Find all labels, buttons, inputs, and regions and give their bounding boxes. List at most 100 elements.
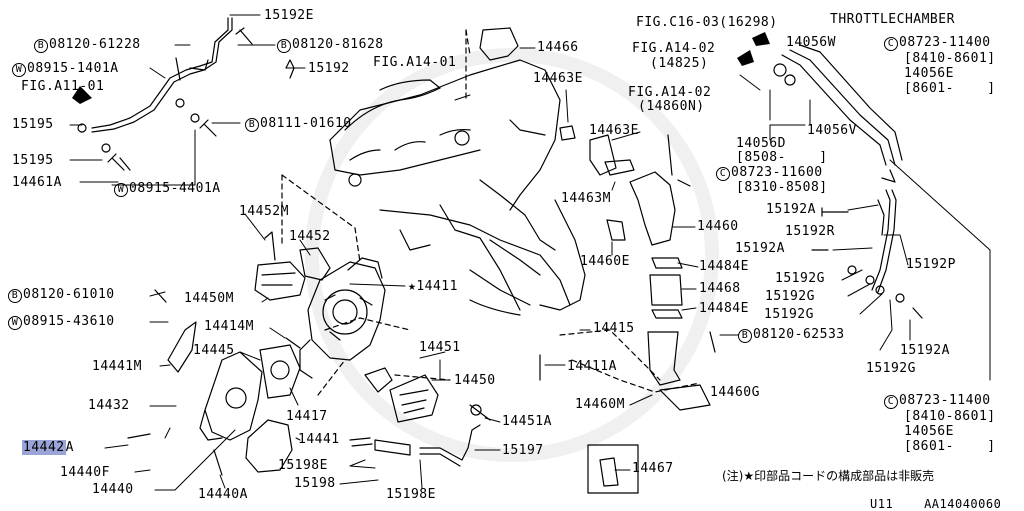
label-fig-a14-02-a: FIG.A14-02: [632, 41, 716, 56]
label-14056E-b: 14056E: [904, 424, 954, 439]
label-fig-c16: FIG.C16-03(16298): [636, 15, 778, 30]
label-15192P: 15192P: [906, 257, 956, 272]
label-15192R: 15192R: [785, 224, 835, 239]
circle-b-icon: B: [34, 39, 48, 53]
label-15192A-b: 15192A: [735, 241, 785, 256]
label-14056D: 14056D: [736, 136, 786, 151]
heat-shield-14441: [245, 419, 293, 473]
label-text: 08915-43610: [23, 314, 115, 329]
label-text: 08915-1401A: [27, 61, 119, 76]
label-14484E-b: 14484E: [699, 301, 749, 316]
label-15198E-b: 15198E: [386, 487, 436, 502]
heat-shield-14452: [254, 231, 331, 301]
label-14484E-a: 14484E: [699, 259, 749, 274]
label-fig-a14-02-b-sub: (14860N): [638, 99, 705, 114]
label-14463E-b: 14463E: [589, 123, 639, 138]
label-14461A: 14461A: [12, 175, 62, 190]
gasket-14441M: [167, 321, 197, 373]
label-8410-8601-b: [8410-8601]: [904, 409, 996, 424]
label-8310-8508: [8310-8508]: [736, 180, 828, 195]
label-text: 08111-01610: [260, 116, 352, 131]
label-14460E: 14460E: [580, 254, 630, 269]
label-14450: 14450: [454, 373, 496, 388]
label-14432: 14432: [88, 398, 130, 413]
air-inlet-pipes: [479, 27, 711, 411]
label-14452M: 14452M: [239, 204, 289, 219]
circle-b-icon: B: [738, 329, 752, 343]
circle-c-icon: C: [716, 167, 730, 181]
label-14463M: 14463M: [561, 191, 611, 206]
label-14056W: 14056W: [786, 35, 836, 50]
label-8508: [8508- ]: [736, 150, 828, 165]
star-icon: ★: [408, 279, 417, 294]
label-14414M: 14414M: [204, 319, 254, 334]
label-14411: ★14411: [408, 280, 458, 294]
label-14466: 14466: [537, 40, 579, 55]
label-14463E-a: 14463E: [533, 71, 583, 86]
label-text: A: [65, 440, 74, 455]
label-8410-8601-a: [8410-8601]: [904, 51, 996, 66]
water-hoses: [349, 404, 482, 467]
label-text: 08120-61010: [23, 287, 115, 302]
label-14445: 14445: [193, 343, 235, 358]
leader-lines: [69, 14, 991, 491]
label-14411A: 14411A: [567, 359, 617, 374]
exhaust-outlet-14440: [199, 344, 301, 441]
label-14468: 14468: [699, 281, 741, 296]
label-15192G-c: 15192G: [764, 307, 814, 322]
label-15192G-d: 15192G: [866, 361, 916, 376]
label-14440F: 14440F: [60, 465, 110, 480]
label-14415: 14415: [593, 321, 635, 336]
circle-b-icon: B: [245, 118, 259, 132]
circle-b-icon: B: [8, 289, 22, 303]
bolts: [107, 27, 923, 476]
circle-b-icon: B: [277, 39, 291, 53]
circle-w-icon: W: [8, 316, 22, 330]
watermark-emblem: [305, 48, 719, 462]
direction-arrows: [72, 32, 778, 104]
label-14441M: 14441M: [92, 359, 142, 374]
label-14451: 14451: [419, 340, 461, 355]
label-15192E: 15192E: [264, 8, 314, 23]
label-text: 08120-62533: [753, 327, 845, 342]
inset-box-14467: [587, 444, 639, 494]
label-8601-a: [8601- ]: [904, 81, 996, 96]
diagram-code: U11 AA14040060: [870, 497, 1002, 511]
circle-w-icon: W: [114, 183, 128, 197]
label-fig-a14-02-a-sub: (14825): [650, 56, 709, 71]
circle-c-icon: C: [884, 395, 898, 409]
label-15195-a: 15195: [12, 117, 54, 132]
label-14452: 14452: [289, 229, 331, 244]
label-14056E-a: 14056E: [904, 66, 954, 81]
label-14056V: 14056V: [807, 123, 857, 138]
label-14460: 14460: [697, 219, 739, 234]
label-text: 08723-11400: [899, 393, 991, 408]
label-14460M: 14460M: [575, 397, 625, 412]
label-14441: 14441: [298, 432, 340, 447]
circle-w-icon: W: [12, 63, 26, 77]
label-15198E-a: 15198E: [278, 458, 328, 473]
oil-feed-pipe: [77, 17, 295, 171]
label-text: 08120-61228: [49, 37, 141, 52]
intake-manifold: [329, 59, 586, 316]
label-14440: 14440: [92, 482, 134, 497]
label-14467: 14467: [632, 461, 674, 476]
label-14442: 14442A: [22, 440, 74, 455]
label-15192A-a: 15192A: [766, 202, 816, 217]
label-14460G: 14460G: [710, 385, 760, 400]
label-14451A: 14451A: [502, 414, 552, 429]
label-8601-b: [8601- ]: [904, 439, 996, 454]
selected-part-14442: 14442: [22, 440, 66, 455]
label-15192G-b: 15192G: [765, 289, 815, 304]
